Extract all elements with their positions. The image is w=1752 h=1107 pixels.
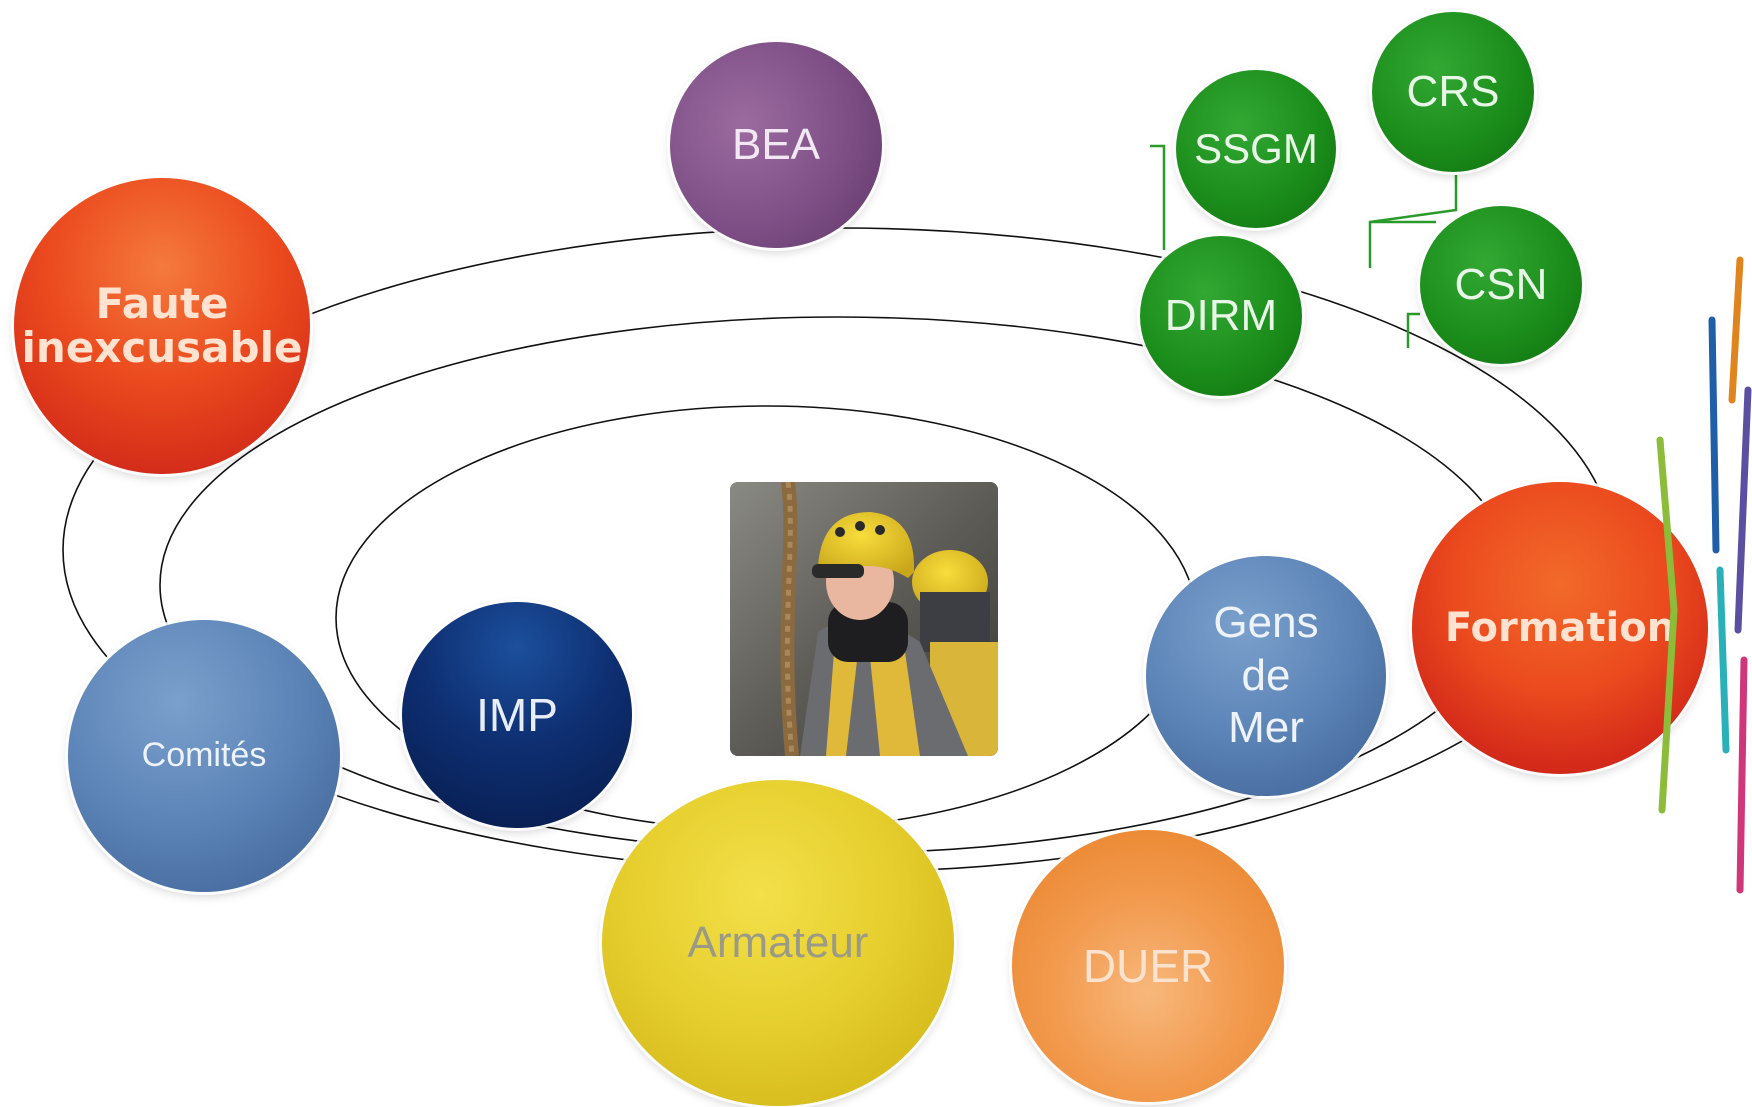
ssgm-node: SSGM bbox=[1176, 70, 1336, 228]
bea-node: BEA bbox=[670, 42, 882, 248]
decorative-strokes bbox=[1656, 256, 1752, 894]
formation-label: Formation bbox=[1444, 605, 1676, 651]
faute-inexcusable-label: Faute inexcusable bbox=[21, 278, 303, 372]
gens-line-2: de bbox=[1241, 650, 1291, 700]
gens-de-mer-label: Gens de Mer bbox=[1213, 597, 1318, 755]
imp-node: IMP bbox=[402, 602, 632, 828]
dirm-node: DIRM bbox=[1140, 236, 1302, 396]
comites-node: Comités bbox=[68, 620, 340, 892]
faute-inexcusable-node: Faute inexcusable bbox=[14, 178, 310, 474]
ssgm-label: SSGM bbox=[1194, 124, 1318, 172]
seafarer-photo bbox=[730, 482, 998, 756]
crs-label: CRS bbox=[1406, 66, 1500, 116]
orange-stroke bbox=[1728, 256, 1744, 404]
ssgm-dirm-connector bbox=[1150, 144, 1166, 250]
csn-node: CSN bbox=[1420, 206, 1582, 364]
armateur-node: Armateur bbox=[602, 780, 954, 1106]
crs-csn-connector bbox=[1368, 175, 1458, 268]
armateur-label: Armateur bbox=[687, 917, 869, 967]
formation-node: Formation bbox=[1412, 482, 1708, 774]
faute-line-1: Faute bbox=[95, 278, 229, 328]
gens-line-1: Gens bbox=[1213, 597, 1319, 647]
dirm-label: DIRM bbox=[1164, 290, 1278, 340]
comites-label: Comités bbox=[141, 736, 267, 775]
pink-stroke bbox=[1736, 656, 1748, 894]
faute-line-2: inexcusable bbox=[21, 323, 303, 372]
csn-label: CSN bbox=[1454, 259, 1548, 309]
duer-node: DUER bbox=[1012, 830, 1284, 1102]
crs-node: CRS bbox=[1372, 12, 1534, 172]
duer-label: DUER bbox=[1082, 939, 1214, 992]
csn-side-connector bbox=[1406, 312, 1420, 348]
teal-stroke bbox=[1716, 566, 1730, 754]
imp-label: IMP bbox=[476, 688, 558, 741]
gens-line-3: Mer bbox=[1228, 703, 1304, 753]
blue-stroke bbox=[1708, 316, 1720, 554]
green-stroke bbox=[1656, 436, 1678, 814]
bea-label: BEA bbox=[731, 119, 821, 169]
purple-stroke bbox=[1734, 386, 1752, 634]
gens-de-mer-node: Gens de Mer bbox=[1146, 556, 1386, 796]
